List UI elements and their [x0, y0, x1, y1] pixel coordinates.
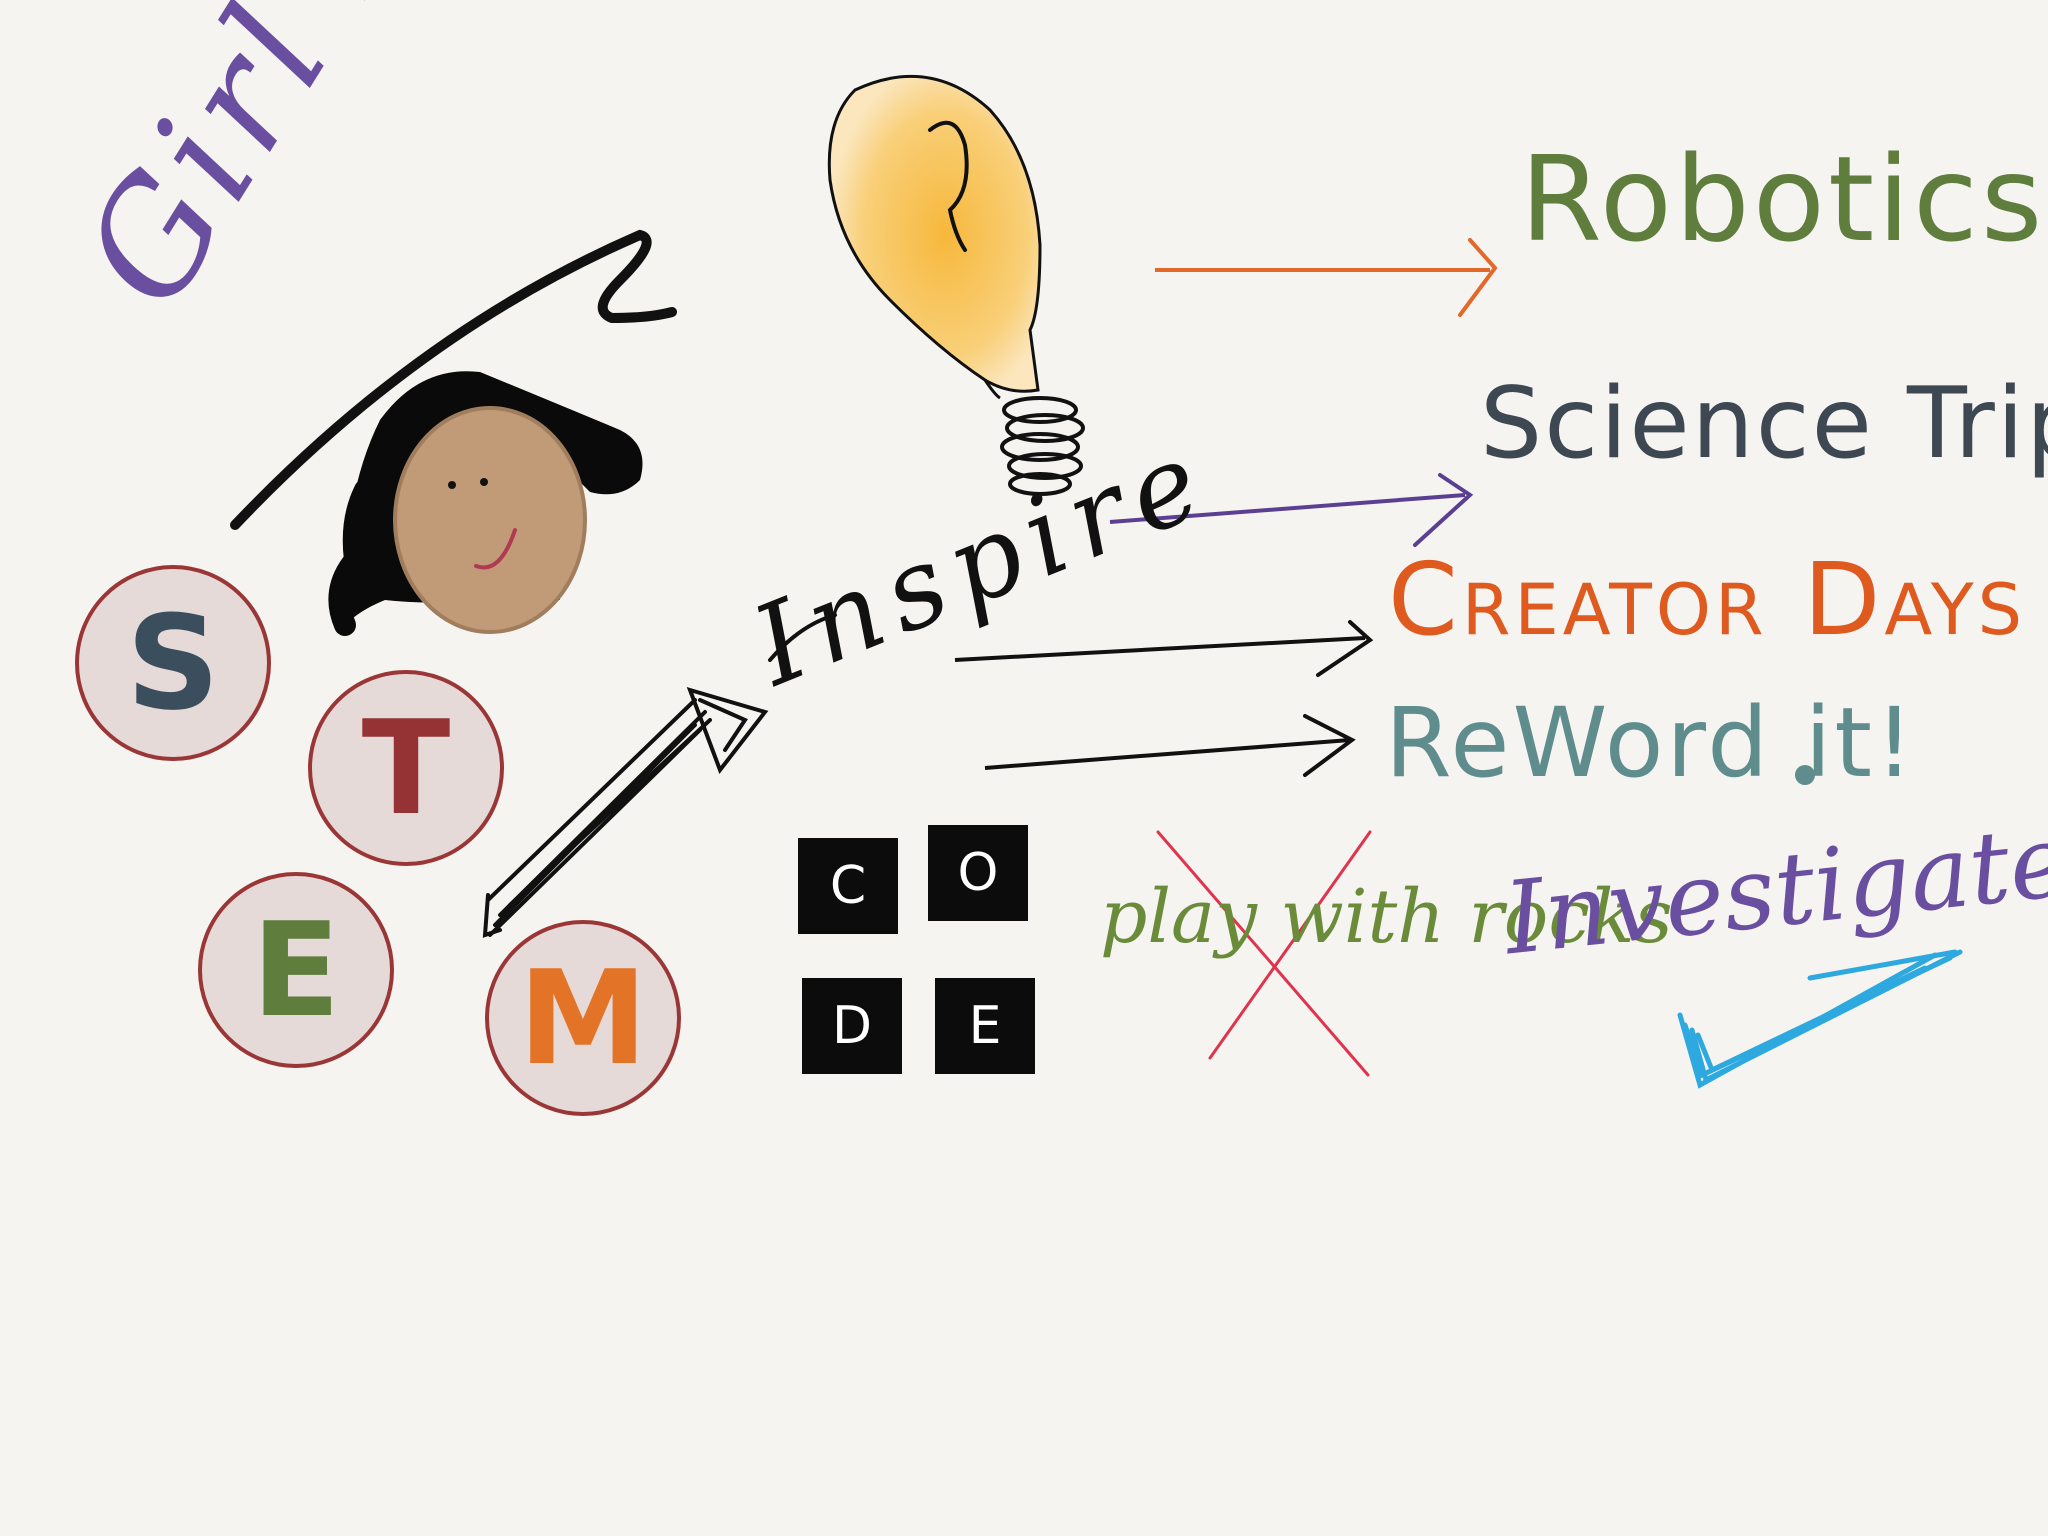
left-eye	[448, 481, 456, 489]
arrow-reword	[984, 714, 1356, 777]
smile	[474, 528, 517, 570]
outcome-robotics: Robotics	[1520, 130, 2046, 268]
stem-circle-e: E	[198, 872, 394, 1068]
face	[393, 406, 587, 634]
stem-circle-s: S	[75, 565, 271, 761]
code-tile-c: C	[798, 838, 898, 934]
lightbulb-icon	[827, 74, 1085, 496]
exclamation-dot	[1795, 765, 1815, 785]
question-mark	[928, 120, 969, 252]
code-tile-d: D	[802, 978, 902, 1074]
cross-out-mark	[1156, 830, 1372, 1077]
bulb-glass	[827, 74, 1042, 393]
hair-strand	[328, 479, 376, 636]
girl-face-icon	[328, 371, 643, 636]
right-eye	[480, 478, 488, 486]
arrow-creator-days	[954, 620, 1374, 677]
code-tile-o: O	[928, 825, 1028, 921]
outcome-science-trips: Science Trips	[1480, 367, 2048, 481]
crossed-out-text: play with rocks	[1100, 874, 1673, 960]
swoosh-stroke	[230, 229, 677, 530]
checkmark-icon	[1677, 949, 1963, 1089]
bulb-coil	[1000, 396, 1085, 496]
outcome-creator-days: Creator Days	[1388, 541, 2027, 658]
bulb-filament-left	[983, 379, 1001, 400]
code-tile-e: E	[935, 978, 1035, 1074]
stem-circle-m: M	[485, 920, 681, 1116]
pencil-arrow-icon	[482, 613, 837, 938]
arrow-science-trips	[1109, 473, 1474, 547]
outcome-reword: ReWord it!	[1385, 687, 1917, 799]
stem-circle-t: T	[308, 670, 504, 866]
arrow-robotics	[1155, 238, 1498, 317]
